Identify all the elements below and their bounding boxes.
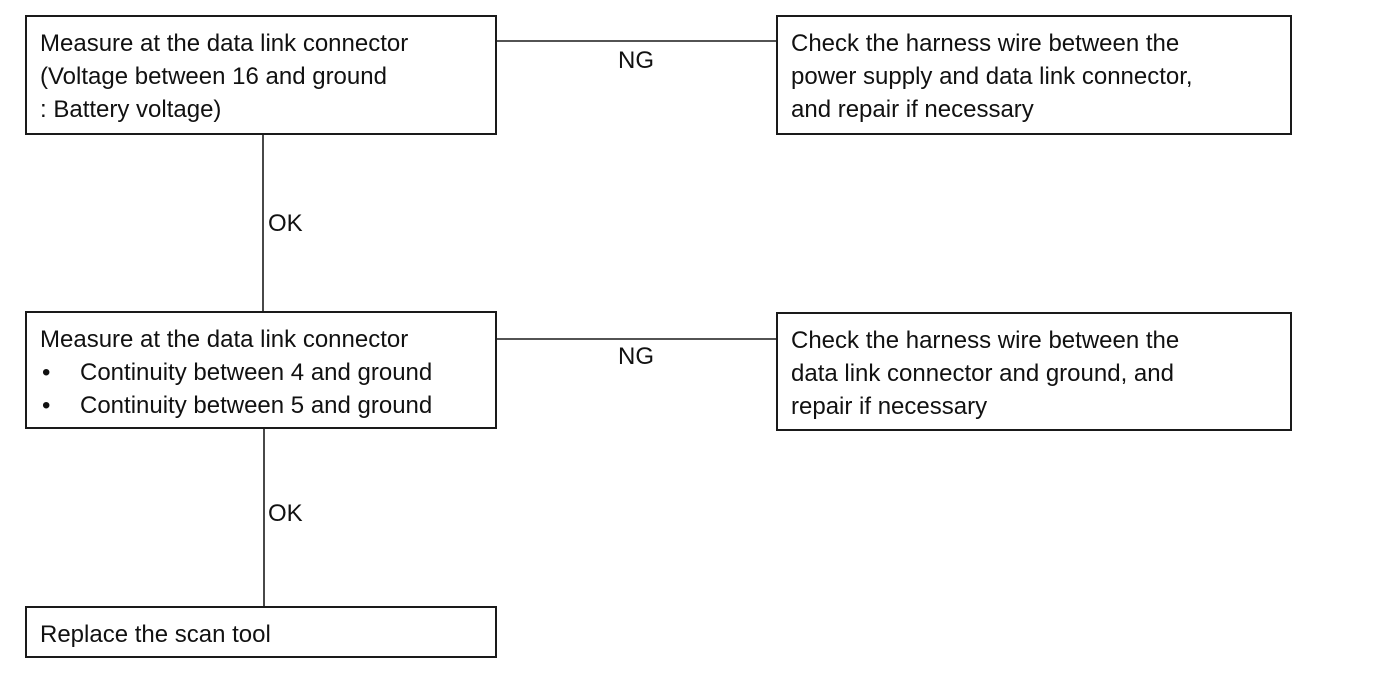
step1-ng-result-line-2: power supply and data link connector,: [791, 63, 1193, 90]
bullet-icon: •: [42, 392, 51, 419]
step1-line-3: : Battery voltage): [40, 96, 222, 123]
step1-line-2: (Voltage between 16 and ground: [40, 63, 387, 90]
step2-ng-result-line-1: Check the harness wire between the: [791, 327, 1180, 354]
step1-line-1: Measure at the data link connector: [40, 30, 409, 57]
edge-label-ok-1: OK: [268, 210, 303, 237]
step1-measure-voltage-box: Measure at the data link connector (Volt…: [25, 15, 497, 135]
step2-bullet-text-2: Continuity between 5 and ground: [80, 392, 433, 419]
edge-label-ok-2: OK: [268, 500, 303, 527]
edge-label-ng-2: NG: [618, 343, 654, 370]
edge-label-ng-1: NG: [618, 47, 654, 74]
step2-ng-result-line-3: repair if necessary: [791, 393, 988, 420]
step2-bullet-text-1: Continuity between 4 and ground: [80, 359, 433, 386]
bullet-icon: •: [42, 359, 51, 386]
step2-bullet-item-2: • Continuity between 5 and ground: [40, 389, 483, 422]
step1-ng-result-line-3: and repair if necessary: [791, 96, 1034, 123]
step2-title: Measure at the data link connector: [40, 326, 409, 353]
step1-ng-result-box: Check the harness wire between the power…: [776, 15, 1292, 135]
step2-ng-result-box: Check the harness wire between the data …: [776, 312, 1292, 431]
step1-ng-result-line-1: Check the harness wire between the: [791, 30, 1180, 57]
step2-ng-result-line-2: data link connector and ground, and: [791, 360, 1174, 387]
step3-line-1: Replace the scan tool: [40, 621, 271, 648]
step2-measure-continuity-box: Measure at the data link connector • Con…: [25, 311, 497, 429]
step3-replace-scan-tool-box: Replace the scan tool: [25, 606, 497, 658]
step2-bullet-item-1: • Continuity between 4 and ground: [40, 356, 483, 389]
